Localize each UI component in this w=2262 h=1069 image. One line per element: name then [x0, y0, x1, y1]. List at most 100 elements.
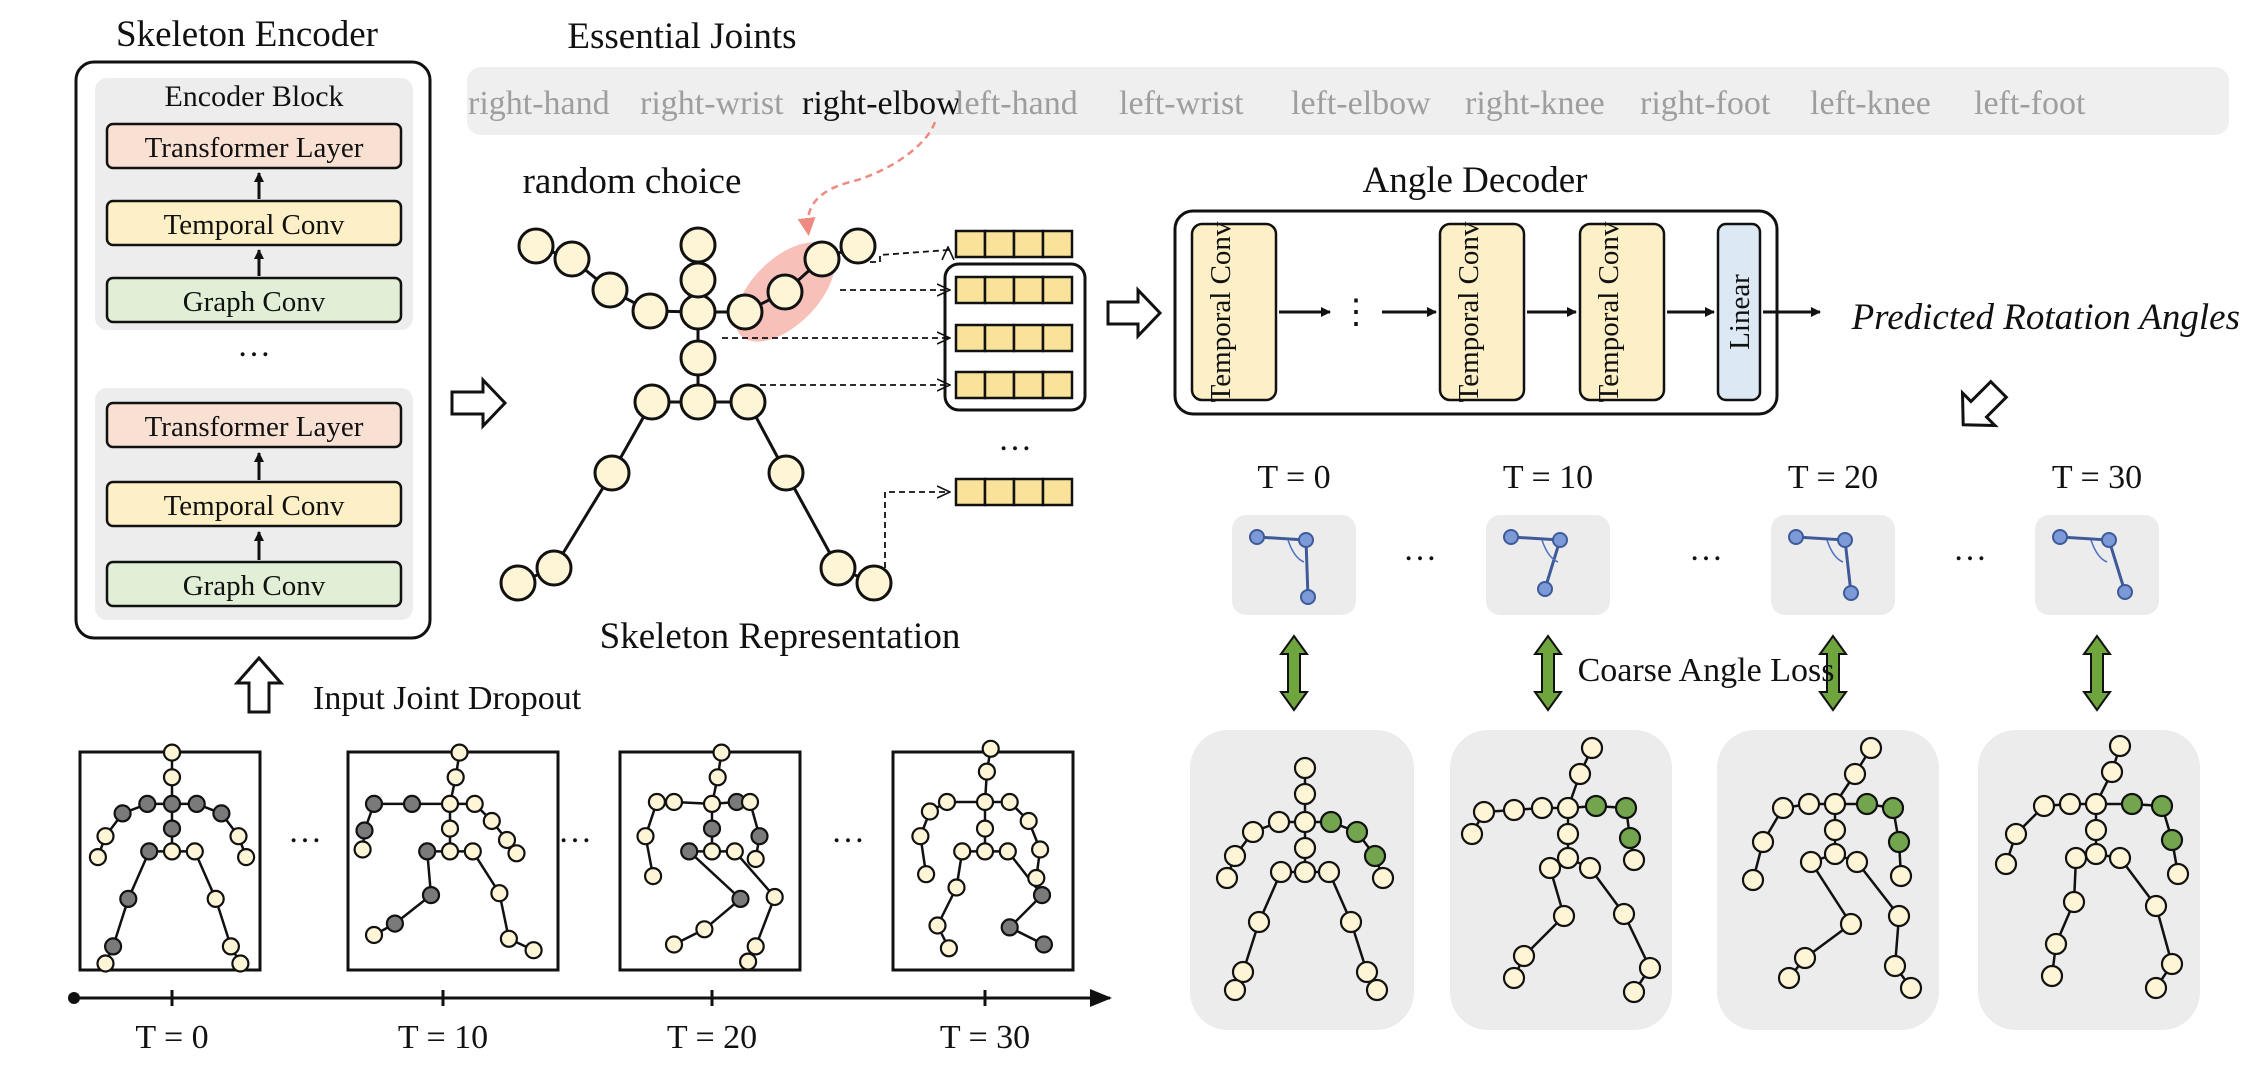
loss-arrow-icon: [1533, 634, 1563, 712]
skeleton-joint: [975, 842, 995, 861]
angle-joint: [1298, 532, 1314, 548]
decoder-temporal-conv-box: [1578, 222, 1666, 402]
skeleton-joint: [2108, 846, 2132, 870]
skeleton-joint: [1231, 960, 1255, 984]
essential-joints-title: Essential Joints: [567, 16, 796, 57]
angle-time-label: T = 30: [2052, 459, 2142, 496]
loss-arrow-icon: [1279, 634, 1309, 712]
skeleton-joint: [2108, 734, 2132, 758]
angle-panel: [1771, 515, 1895, 615]
skeleton-joint: [1881, 796, 1905, 820]
angle-joint: [2052, 529, 2068, 545]
skeleton-joint: [975, 792, 995, 812]
skeleton-joint: [765, 887, 784, 907]
skeleton-joint: [767, 454, 805, 492]
skeleton-joint: [981, 739, 1000, 758]
skeleton-joint: [96, 827, 115, 846]
token: [954, 323, 1074, 353]
skeleton-joint: [1556, 846, 1580, 870]
skeleton-joint: [1502, 966, 1526, 990]
skeleton-joint: [1843, 762, 1867, 786]
skeleton-joint: [1799, 850, 1823, 874]
angle-joint: [1249, 529, 1265, 545]
skeleton-bone: [733, 850, 776, 898]
skeleton-joint: [446, 768, 465, 787]
token-cell: [983, 477, 1016, 507]
skeleton-joint: [679, 293, 717, 331]
flow-arrow-icon: [1106, 286, 1163, 340]
output-skeleton-panel: [1978, 730, 2200, 1030]
skeleton-joint: [708, 768, 727, 787]
skeleton-joint: [1797, 792, 1821, 816]
token-cell: [1041, 477, 1074, 507]
angle-arc: [1826, 539, 1844, 563]
skeleton-joint: [1032, 885, 1052, 905]
skeleton-joint: [1215, 866, 1239, 890]
skeleton-joint: [2144, 894, 2168, 918]
token-cell: [1041, 323, 1074, 353]
skeleton-joint: [499, 929, 518, 948]
skeleton-joint: [2160, 952, 2184, 976]
skeleton-joint: [88, 847, 108, 867]
skeleton-joint: [746, 937, 765, 956]
essential-joint-item: right-elbow: [802, 85, 961, 122]
skeleton-joint: [1622, 980, 1646, 1004]
skeleton-joint: [679, 226, 717, 264]
skeleton-joint: [1269, 860, 1293, 884]
flow-arrow-icon: [1960, 379, 2009, 428]
skeleton-joint: [911, 827, 930, 846]
decoder-temporal-conv-box: [1190, 222, 1278, 402]
skeleton-joint: [1027, 868, 1046, 888]
angle-panel: [1232, 515, 1356, 615]
skeleton-joint: [633, 383, 671, 421]
graph-conv-box: [105, 560, 403, 608]
skeleton-joint: [643, 866, 663, 886]
skeleton-joint: [1823, 842, 1847, 866]
skeleton-bone: [1006, 850, 1043, 896]
skeleton-joint: [702, 794, 722, 814]
input-frame: [618, 743, 802, 972]
timeline-label: T = 30: [940, 1019, 1030, 1056]
graph-conv-label: Graph Conv: [183, 286, 326, 318]
skeleton-joint: [2144, 976, 2168, 1000]
decoder-title: Angle Decoder: [1363, 160, 1588, 201]
skeleton-joint: [103, 937, 123, 956]
angle-ellipsis: …: [1953, 531, 1987, 568]
skeleton-joint: [2044, 932, 2068, 956]
skeleton-joint: [1887, 904, 1911, 928]
skeleton-joint: [162, 768, 182, 787]
angle-ellipsis: …: [1403, 531, 1437, 568]
essential-joint-item: right-hand: [468, 85, 610, 122]
skeleton-joint: [680, 842, 699, 861]
transformer-layer-box: [105, 401, 403, 449]
token-cell: [1041, 229, 1074, 259]
selection-arrow: [797, 121, 937, 236]
skeleton-joint: [1538, 856, 1562, 880]
skeleton-joint: [1293, 756, 1317, 780]
token-cell: [1012, 477, 1045, 507]
skeleton-joint: [1580, 736, 1604, 760]
skeleton-joint: [162, 819, 182, 838]
skeleton-joint: [725, 842, 744, 861]
skeleton-joint: [418, 842, 437, 861]
essential-joint-item: right-wrist: [640, 85, 784, 122]
skeleton-joint: [1034, 935, 1054, 954]
skeleton-joint: [855, 564, 893, 602]
skeleton-joint: [1568, 762, 1592, 786]
temporal-conv-label: Temporal Conv: [164, 209, 345, 241]
token: [954, 275, 1074, 305]
skeleton-joint: [679, 383, 717, 421]
skeleton-joint: [928, 916, 947, 935]
decoder-linear-box: [1716, 222, 1762, 402]
timeline-label: T = 10: [398, 1019, 488, 1056]
skeleton-joint: [636, 827, 655, 846]
angle-joint: [1537, 581, 1553, 597]
token-link: [870, 247, 948, 263]
token: [954, 477, 1074, 507]
skeleton-joint: [2166, 862, 2190, 886]
angle-panel: [2035, 515, 2159, 615]
skeleton-joint: [591, 271, 629, 309]
frame-ellipsis: …: [288, 813, 322, 850]
skeleton-joint: [463, 842, 482, 861]
